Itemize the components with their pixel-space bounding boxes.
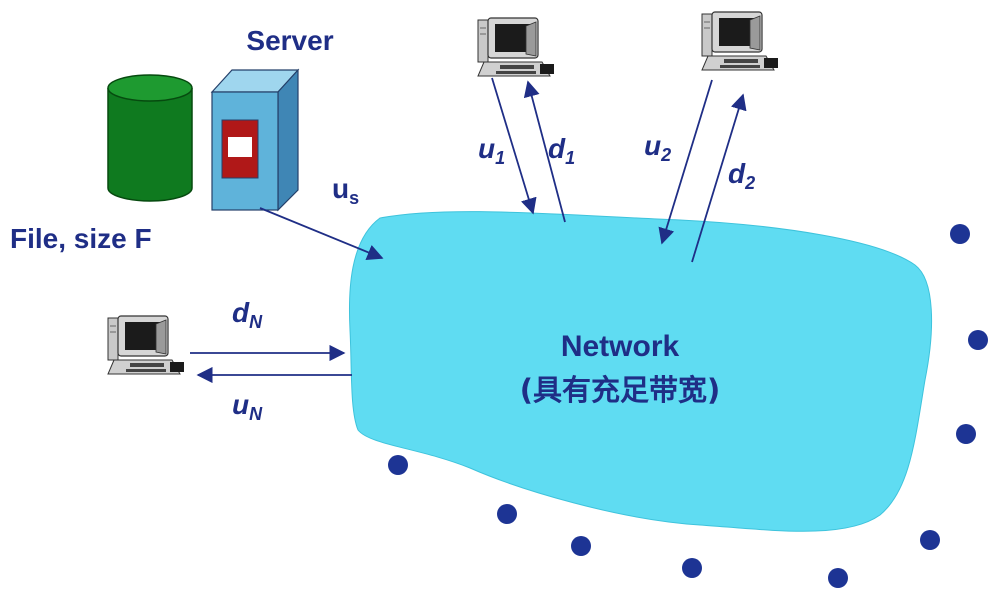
peer1-download-label: d1 xyxy=(548,133,575,168)
network-cloud xyxy=(348,211,933,532)
server-upload-label: us xyxy=(332,173,359,208)
peer-dot xyxy=(497,504,517,524)
computer-icon xyxy=(701,11,779,71)
network-subtitle: (具有充足带宽) xyxy=(520,373,721,407)
file-size-label: File, size F xyxy=(10,223,152,254)
peerN-download-label: dN xyxy=(232,297,263,332)
computer-icon xyxy=(107,315,185,375)
peer2-download-arrow xyxy=(691,93,747,263)
network-title: Network xyxy=(561,330,680,363)
server-upload-arrow xyxy=(259,207,384,260)
database-cylinder-icon xyxy=(107,74,193,202)
peer2-upload-arrow xyxy=(658,79,713,245)
server-label: Server xyxy=(246,25,333,56)
peer-dot xyxy=(682,558,702,578)
peerN-upload-label: uN xyxy=(232,389,263,424)
peer1-upload-arrow xyxy=(491,77,537,215)
peer-dot xyxy=(828,568,848,588)
peer2-upload-label: u2 xyxy=(644,130,671,165)
peer-dot xyxy=(968,330,988,350)
peer1-upload-label: u1 xyxy=(478,133,505,168)
peer-dot xyxy=(388,455,408,475)
more-peers-dots xyxy=(388,224,988,588)
peer1-download-arrow xyxy=(523,80,566,223)
peer-dot xyxy=(571,536,591,556)
peer-dot xyxy=(956,424,976,444)
peer-dot xyxy=(920,530,940,550)
server-tower-icon xyxy=(210,68,300,212)
computer-icon xyxy=(477,17,555,77)
peer-dot xyxy=(950,224,970,244)
peer2-download-label: d2 xyxy=(728,158,755,193)
